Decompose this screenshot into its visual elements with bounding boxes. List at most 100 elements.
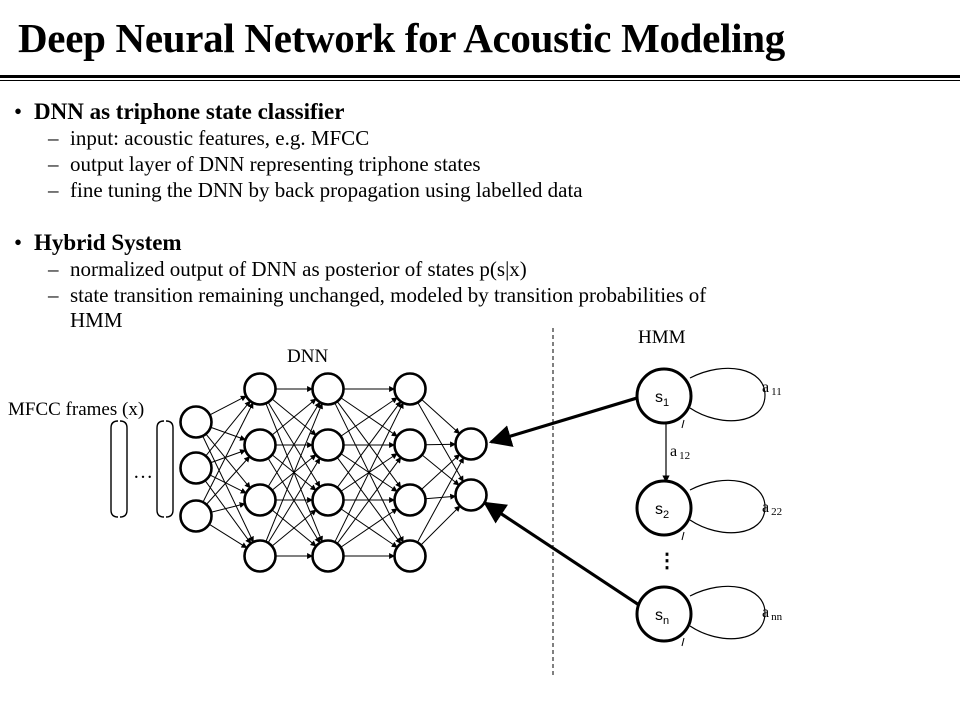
dnn-connection	[416, 457, 465, 543]
dnn-connection	[209, 474, 247, 494]
bullet-heading-text: DNN as triphone state classifier	[34, 99, 345, 124]
dnn-connection	[208, 523, 248, 549]
hidden-neuron	[243, 483, 277, 517]
dash-marker: –	[48, 257, 59, 281]
self-loop-s2	[689, 479, 766, 534]
dash-marker: –	[48, 126, 59, 150]
bullet-heading: • DNN as triphone state classifier	[14, 99, 944, 125]
section-dnn-classifier: • DNN as triphone state classifier –input…	[14, 99, 944, 203]
input-neuron	[179, 405, 213, 439]
hidden-neuron	[393, 483, 427, 517]
dnn-connections	[202, 386, 465, 559]
hidden-neuron	[311, 428, 345, 462]
mfcc-frames-label: MFCC frames (x)	[8, 399, 144, 420]
state-circle	[635, 479, 693, 537]
dnn-connection	[267, 457, 321, 544]
sub-bullet: –output layer of DNN representing tripho…	[14, 151, 944, 177]
loop-tick	[681, 637, 685, 647]
state-label: sn	[655, 607, 669, 627]
bullet-dot: •	[14, 230, 23, 255]
state-circle	[635, 367, 693, 425]
dnn-connection	[267, 401, 321, 488]
mfcc-frame-bracket	[119, 420, 128, 518]
bullet-dot: •	[14, 99, 23, 124]
mfcc-frames	[110, 420, 174, 518]
state-label: s2	[655, 501, 669, 521]
self-loop-s1	[689, 367, 766, 422]
dnn-neurons	[179, 372, 488, 573]
sub-bullet-text: input: acoustic features, e.g. MFCC	[70, 126, 370, 150]
dnn-connection	[210, 449, 246, 464]
self-loop-ticks	[681, 419, 685, 647]
hidden-neuron	[243, 428, 277, 462]
dnn-connection	[202, 435, 254, 543]
dnn-connection	[421, 399, 460, 435]
hmm-self-loops	[689, 367, 766, 640]
sub-bullet-continuation: HMM	[70, 308, 123, 332]
hidden-neuron	[243, 539, 277, 573]
sub-bullet: –state transition remaining unchanged, m…	[14, 282, 944, 308]
dnn-connection	[202, 402, 254, 503]
sub-bullet: –fine tuning the DNN by back propagation…	[14, 177, 944, 203]
input-neuron	[179, 499, 213, 533]
sub-bullet-text: normalized output of DNN as posterior of…	[70, 257, 527, 281]
dnn-connection	[340, 397, 398, 437]
dnn-connection	[421, 454, 461, 490]
hmm-states: s1 s2 sn	[635, 367, 693, 643]
dnn-connection	[205, 400, 251, 457]
sub-bullet: –input: acoustic features, e.g. MFCC	[14, 125, 944, 151]
sub-bullet-text: state transition remaining unchanged, mo…	[70, 283, 707, 307]
hidden-neuron	[311, 372, 345, 406]
dnn-connection	[340, 508, 398, 548]
dnn-connection	[205, 433, 251, 489]
mfcc-ellipsis: …	[133, 461, 153, 483]
title-rule-thick	[0, 75, 960, 78]
state-label: s1	[655, 389, 669, 409]
mfcc-frame-bracket	[165, 420, 174, 518]
dnn-connection	[420, 505, 461, 546]
hmm-state-s1: s1	[635, 367, 693, 425]
hidden-neuron	[393, 372, 427, 406]
dnn-connection	[336, 456, 402, 544]
dnn-connection	[206, 456, 251, 505]
dnn-connection	[417, 402, 464, 483]
mfcc-frame-bracket	[110, 420, 119, 518]
hidden-neuron	[393, 428, 427, 462]
sub-bullet-text: output layer of DNN representing triphon…	[70, 152, 481, 176]
dnn-connection	[421, 454, 460, 486]
dnn-connection	[336, 400, 402, 488]
loop-tick	[681, 531, 685, 541]
hidden-neuron	[393, 539, 427, 573]
input-neuron	[179, 451, 213, 485]
hmm-state-s2: s2	[635, 479, 693, 537]
state-circle	[635, 585, 693, 643]
dnn-connection	[210, 426, 246, 441]
dnn-connection	[265, 402, 323, 542]
dnn-connection	[334, 402, 404, 543]
dnn-label: DNN	[287, 346, 328, 367]
hidden-neuron	[243, 372, 277, 406]
mfcc-frame-bracket	[156, 420, 165, 518]
hidden-neuron	[311, 539, 345, 573]
hidden-neuron	[311, 483, 345, 517]
dnn-connection	[425, 493, 457, 500]
title-rule-thin	[0, 80, 960, 81]
loop-tick	[681, 419, 685, 429]
state-ellipsis: ⋮	[657, 550, 677, 572]
sub-bullet: –normalized output of DNN as posterior o…	[14, 256, 944, 282]
mapping-arrow-sn-output	[483, 501, 640, 607]
self-loop-sn	[689, 585, 766, 640]
hmm-state-sn: sn	[635, 585, 693, 643]
dash-marker: –	[48, 152, 59, 176]
page-title: Deep Neural Network for Acoustic Modelin…	[18, 15, 785, 61]
dnn-connection	[271, 509, 317, 547]
hmm-label: HMM	[638, 327, 686, 348]
dnn-connection	[209, 395, 247, 416]
output-neuron	[454, 478, 488, 512]
dnn-connection	[210, 502, 246, 513]
